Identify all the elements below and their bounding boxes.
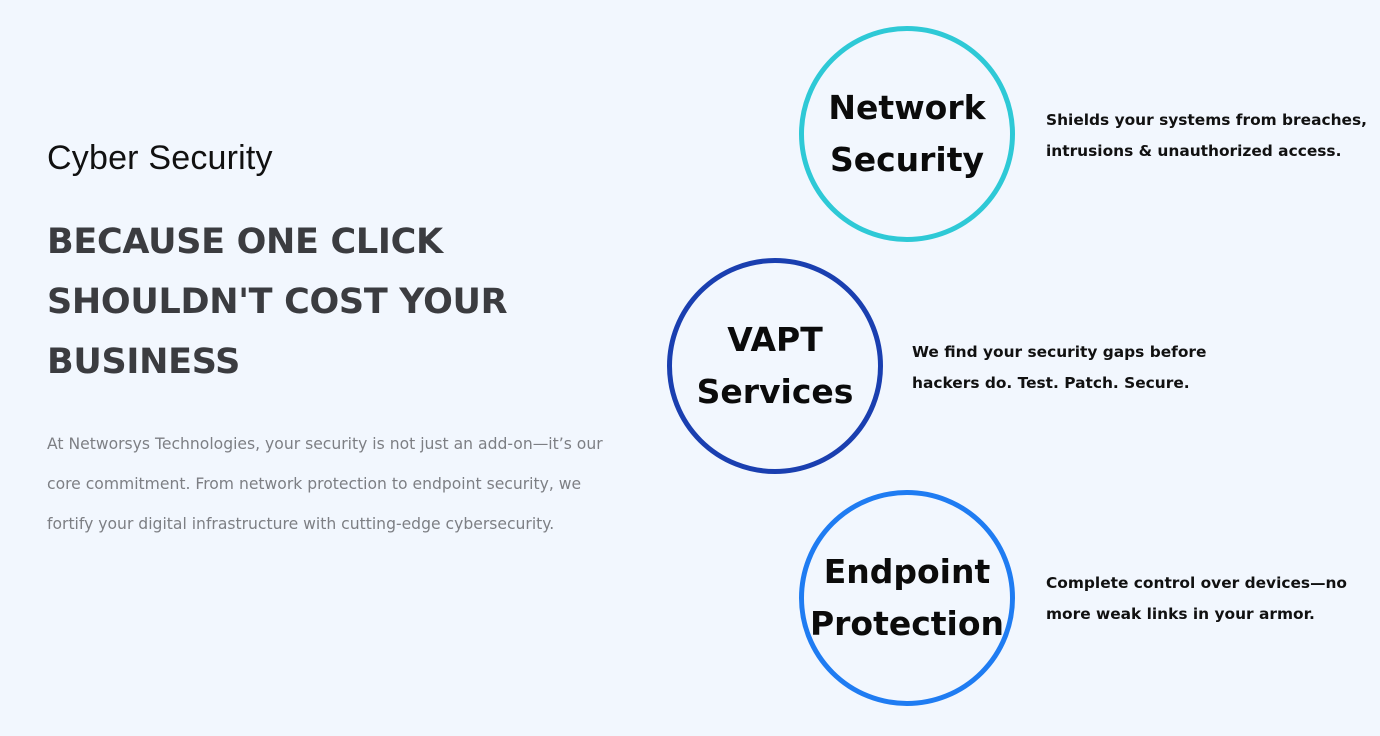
intro-block: Cyber Security BECAUSE ONE CLICK SHOULDN… xyxy=(47,138,647,544)
service-description-line: Shields your systems from breaches, xyxy=(1046,111,1367,129)
service-title-line: VAPT xyxy=(727,320,823,359)
description-line: At Networsys Technologies, your security… xyxy=(47,435,603,453)
service-title-line: Protection xyxy=(809,604,1005,643)
description-line: fortify your digital infrastructure with… xyxy=(47,515,555,533)
headline-line: SHOULDN'T COST YOUR xyxy=(47,282,508,322)
service-description-line: Complete control over devices—no xyxy=(1046,574,1347,592)
section-eyebrow: Cyber Security xyxy=(47,139,273,177)
service-description-line: intrusions & unauthorized access. xyxy=(1046,142,1342,160)
service-description: Complete control over devices—no more we… xyxy=(1046,568,1347,630)
service-title-line: Security xyxy=(829,140,985,179)
section-description: At Networsys Technologies, your security… xyxy=(47,424,657,544)
service-circle: VAPT Services xyxy=(667,258,883,474)
service-description: Shields your systems from breaches, intr… xyxy=(1046,105,1367,167)
service-title-line: Endpoint xyxy=(823,552,991,591)
service-description-line: We find your security gaps before xyxy=(912,343,1207,361)
headline-line: BECAUSE ONE CLICK xyxy=(47,222,443,262)
service-description-line: hackers do. Test. Patch. Secure. xyxy=(912,374,1190,392)
headline-line: BUSINESS xyxy=(47,342,240,382)
service-description-line: more weak links in your armor. xyxy=(1046,605,1315,623)
service-description: We find your security gaps before hacker… xyxy=(912,337,1206,399)
description-line: core commitment. From network protection… xyxy=(47,475,582,493)
service-title-line: Services xyxy=(696,372,854,411)
service-title-line: Network xyxy=(828,88,986,127)
service-circle: Endpoint Protection xyxy=(799,490,1015,706)
service-circle: Network Security xyxy=(799,26,1015,242)
section-headline: BECAUSE ONE CLICK SHOULDN'T COST YOUR BU… xyxy=(47,212,647,392)
